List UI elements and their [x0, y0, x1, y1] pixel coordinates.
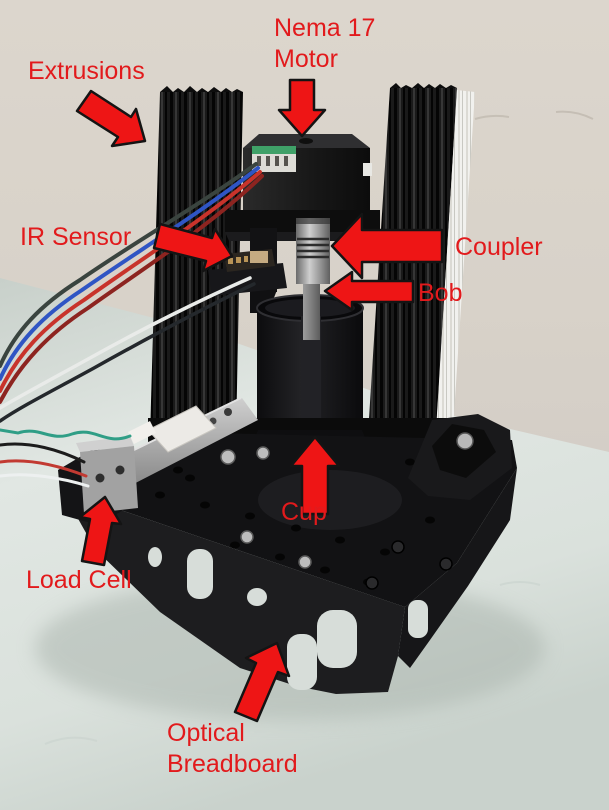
label-coupler: Coupler — [455, 233, 543, 261]
right-bracket-bolt — [456, 432, 474, 450]
load-cell-block — [80, 446, 138, 514]
load-cell-arrow-icon — [78, 495, 123, 567]
table-scuff-marks — [44, 581, 541, 745]
load-cell-block-hole-2 — [115, 465, 125, 475]
bob-arrow-icon — [323, 270, 415, 312]
white-extrusion-strip — [436, 90, 475, 430]
motor-sticker — [363, 163, 372, 176]
breadboard-top-surface — [62, 432, 517, 607]
bob-shaft — [303, 284, 320, 340]
label-ir-sensor: IR Sensor — [20, 223, 132, 251]
motor-shaft-hole — [299, 138, 313, 144]
motor-wire-bundle — [0, 162, 264, 404]
load-cell-connector-nub — [128, 421, 156, 444]
breadboard-cutout-slots — [148, 547, 428, 690]
breadboard-bolts — [220, 446, 312, 569]
right-rail-jagged-top — [390, 83, 457, 88]
load-cell-block-hole-1 — [95, 473, 105, 483]
load-cell-tape-wrap — [147, 405, 217, 453]
connector-pins — [257, 156, 288, 166]
cup-arrow-icon — [289, 435, 341, 516]
left-extrusion-rail — [150, 92, 243, 436]
label-breadboard-line2: Breadboard — [167, 750, 298, 778]
motor-connector-green-strip — [252, 146, 296, 154]
extrusions-arrow-icon — [75, 89, 147, 148]
coupler-arrow-icon — [330, 212, 444, 280]
nema-motor-arrow-icon — [277, 78, 327, 138]
load-cell-bar-hole-1 — [224, 408, 232, 416]
right-bracket-inner-face — [432, 424, 496, 478]
load-cell-wires — [0, 428, 132, 488]
label-nema-line1: Nema 17 — [274, 14, 376, 42]
label-nema-17-motor: Nema 17 Motor — [274, 13, 375, 75]
breadboard-scuff — [258, 470, 402, 530]
label-extrusions: Extrusions — [28, 57, 145, 85]
left-rail-jagged-top — [160, 86, 243, 92]
optical-breadboard-arrow-icon — [233, 641, 291, 723]
coupler-top-shadow — [296, 218, 330, 224]
label-load-cell: Load Cell — [26, 566, 132, 594]
label-cup: Cup — [281, 498, 327, 526]
ir-sensor-arrow-icon — [152, 222, 234, 273]
label-bob: Bob — [418, 279, 463, 307]
ir-sensor-connector — [250, 251, 268, 263]
breadboard-counterbores — [365, 540, 453, 590]
label-breadboard-line1: Optical — [167, 719, 245, 747]
sensor-wires — [0, 276, 256, 423]
wall-scuff-marks — [474, 110, 594, 120]
label-optical-breadboard: Optical Breadboard — [167, 718, 298, 780]
ir-sensor-pads — [228, 256, 248, 264]
label-nema-line2: Motor — [274, 45, 338, 73]
coupler-grooves — [297, 237, 329, 259]
motor-connector — [252, 150, 296, 172]
bob-inside-cup — [301, 316, 321, 430]
